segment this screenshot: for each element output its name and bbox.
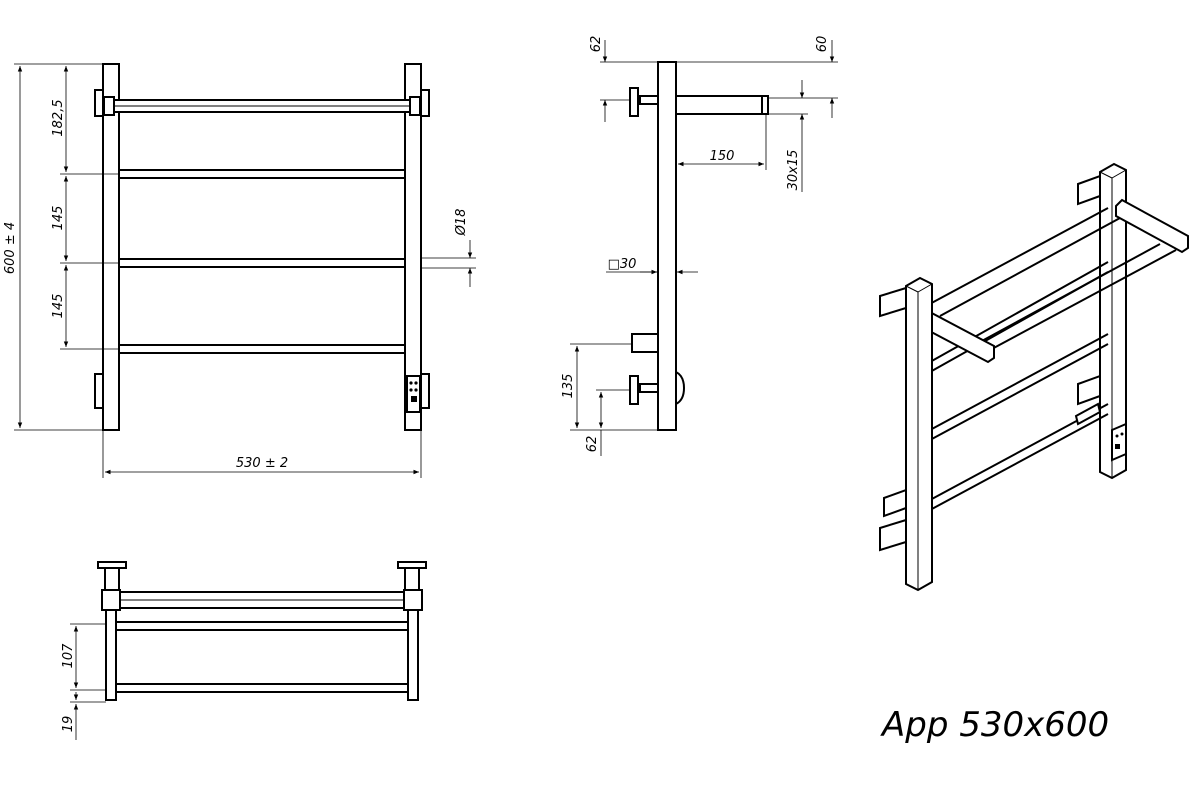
dim-side-bottom: 62	[585, 436, 600, 453]
rung-2	[118, 258, 406, 268]
dim-width-total: 530 ± 2	[236, 456, 288, 471]
side-post	[657, 61, 677, 431]
dim-shelf-profile: 30x15	[786, 150, 801, 191]
side-view: 62 60 150 30x15 □30 135 62	[561, 36, 838, 456]
front-view: 600 ± 4 182,5 145 145 Ø18 530 ± 2	[3, 63, 476, 478]
dim-top-19: 19	[61, 716, 76, 733]
rung-1	[118, 169, 406, 179]
top-view-rung-2	[115, 683, 409, 693]
model-label: App 530x600	[880, 705, 1109, 745]
top-cap-right	[409, 96, 421, 116]
dim-post-profile: □30	[608, 257, 637, 272]
dim-shelf-depth: 150	[710, 149, 735, 164]
top-view-rail-left	[105, 609, 117, 701]
side-shelf-arm	[675, 95, 767, 115]
dim-top-offset: 182,5	[51, 99, 66, 136]
dim-top-107: 107	[61, 643, 76, 669]
bracket-bottom-right	[420, 373, 430, 409]
bracket-bottom-left	[94, 373, 104, 409]
side-wall-flange-top	[629, 87, 639, 117]
dim-rung-spacing-1: 145	[51, 206, 66, 231]
bracket-top-right	[420, 89, 430, 117]
dim-side-top-right: 60	[815, 36, 830, 53]
side-lower-stub	[631, 333, 659, 353]
dim-side-top-left: 62	[589, 36, 604, 53]
top-view: 107 19	[61, 561, 427, 740]
side-wall-flange-bottom	[629, 375, 639, 405]
left-post	[102, 63, 120, 431]
isometric-view	[879, 162, 1189, 592]
top-view-rung-1	[115, 621, 409, 631]
rung-3	[118, 344, 406, 354]
dim-tube-diameter: Ø18	[454, 209, 469, 237]
top-view-rail-right	[407, 609, 419, 701]
dim-rung-spacing-2: 145	[51, 294, 66, 319]
dim-side-lower: 135	[561, 374, 576, 399]
bracket-top-left	[94, 89, 104, 117]
dim-height-total: 600 ± 4	[3, 222, 18, 274]
heater-controller	[406, 375, 421, 413]
right-post	[404, 63, 422, 431]
top-cap-left	[103, 96, 115, 116]
